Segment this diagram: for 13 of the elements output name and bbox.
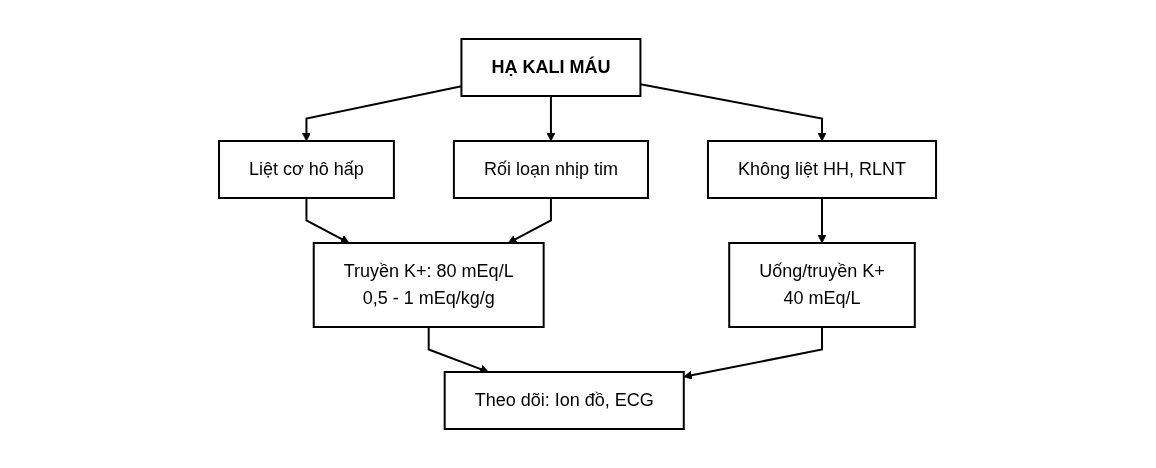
node-box: Liệt cơ hô hấp	[218, 140, 396, 199]
arrow	[547, 95, 556, 142]
arrow	[508, 197, 553, 244]
arrow	[818, 197, 827, 244]
node-box: Không liệt HH, RLNT	[707, 140, 938, 199]
arrow	[683, 326, 824, 380]
node-box: Rối loạn nhịp tim	[453, 140, 650, 199]
node-box: Uống/truyền K+ 40 mEq/L	[728, 242, 917, 328]
node-box: HẠ KALI MÁU	[460, 38, 642, 97]
node-box: Truyền K+: 80 mEq/L 0,5 - 1 mEq/kg/g	[313, 242, 546, 328]
arrow	[428, 326, 490, 374]
node-box: Theo dõi: Ion đồ, ECG	[444, 371, 686, 430]
arrow	[305, 197, 350, 244]
